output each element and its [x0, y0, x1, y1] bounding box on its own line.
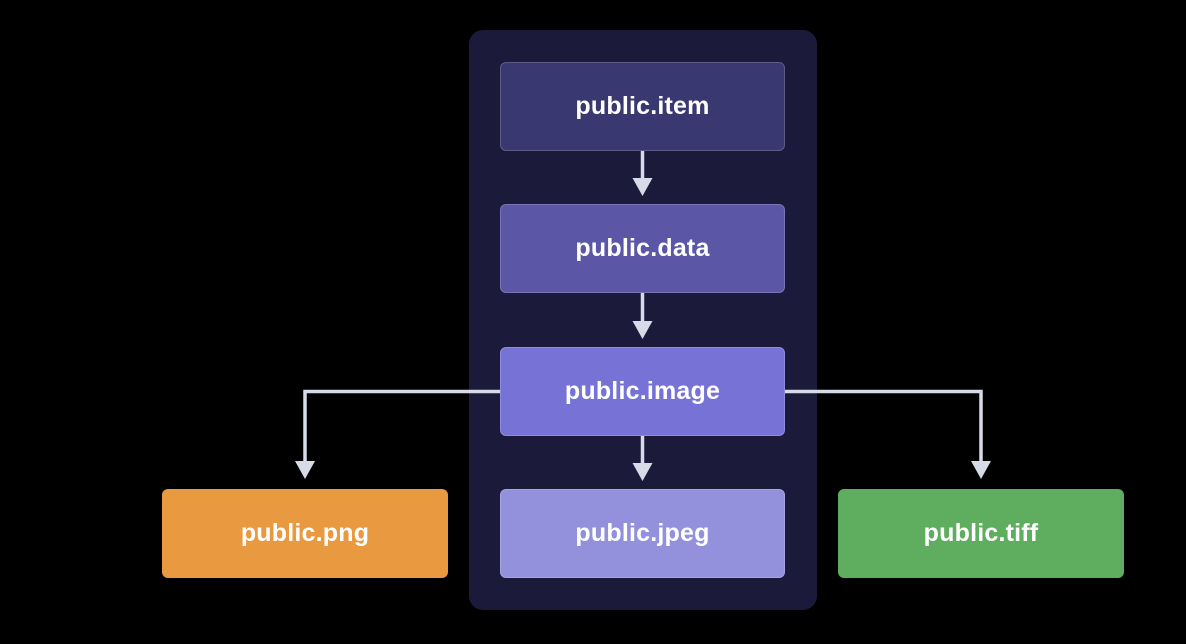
- node-public-item: public.item: [500, 62, 785, 151]
- node-label: public.image: [564, 377, 721, 405]
- edge-image-to-png-arrowhead: [295, 461, 315, 479]
- edge-image-to-tiff-arrowhead: [971, 461, 991, 479]
- node-label: public.png: [240, 519, 370, 547]
- node-public-tiff: public.tiff: [838, 489, 1124, 578]
- node-public-image: public.image: [500, 347, 785, 436]
- node-public-jpeg: public.jpeg: [500, 489, 785, 578]
- node-label: public.data: [575, 234, 710, 262]
- node-label: public.tiff: [923, 519, 1039, 547]
- node-label: public.jpeg: [575, 519, 710, 547]
- node-public-png: public.png: [162, 489, 448, 578]
- node-public-data: public.data: [500, 204, 785, 293]
- node-label: public.item: [575, 92, 710, 120]
